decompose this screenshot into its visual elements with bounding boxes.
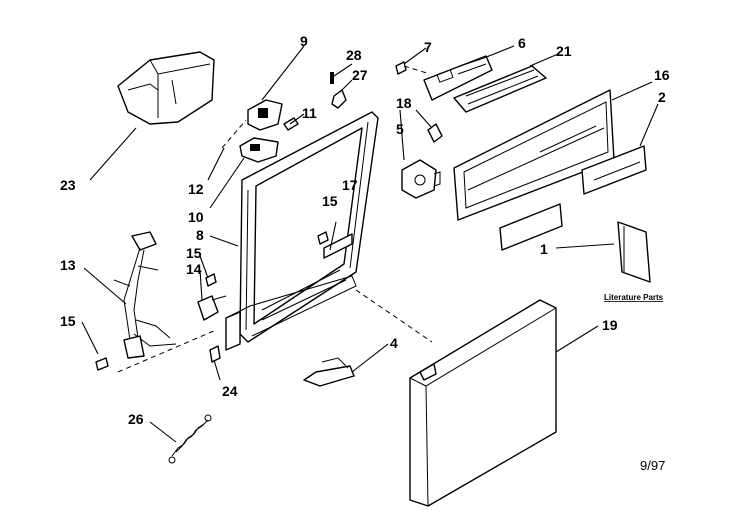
callout-18: 18 bbox=[396, 95, 412, 111]
part-28-pin bbox=[330, 72, 334, 84]
callout-8: 8 bbox=[196, 227, 204, 243]
part-15-screw-frame bbox=[317, 231, 329, 245]
callout-19: 19 bbox=[602, 317, 618, 333]
part-23-cover-bracket bbox=[117, 51, 215, 125]
part-26-spring bbox=[168, 414, 212, 464]
dash-frame-door bbox=[355, 289, 433, 343]
callout-9: 9 bbox=[300, 33, 308, 49]
callout-11: 11 bbox=[302, 105, 317, 121]
callout-labels: 23 9 28 27 11 12 10 8 17 15 15 14 13 15 … bbox=[60, 33, 670, 427]
callout-16: 16 bbox=[654, 67, 670, 83]
callout-7: 7 bbox=[424, 39, 432, 55]
part-16-console bbox=[453, 89, 615, 221]
part-15-screw-left bbox=[95, 357, 109, 371]
callout-10: 10 bbox=[188, 209, 204, 225]
part-6-control-board bbox=[423, 55, 493, 101]
callout-5: 5 bbox=[396, 121, 404, 137]
callout-21: 21 bbox=[556, 43, 572, 59]
literature-booklet bbox=[617, 221, 651, 283]
dash-12-10 bbox=[221, 119, 247, 149]
part-21-keypad bbox=[453, 65, 547, 113]
part-7-screw bbox=[395, 61, 407, 75]
dash-7 bbox=[403, 65, 431, 75]
part-19-outer-door bbox=[409, 299, 557, 507]
callout-28: 28 bbox=[346, 47, 362, 63]
callout-15-frame: 15 bbox=[322, 193, 338, 209]
part-1-panel-strip bbox=[499, 203, 563, 251]
callout-14: 14 bbox=[186, 261, 202, 277]
part-24-clip bbox=[209, 345, 221, 363]
part-9-latch bbox=[247, 99, 283, 131]
leader-lines bbox=[81, 45, 659, 443]
part-2-overlay bbox=[581, 145, 647, 195]
callout-26: 26 bbox=[128, 411, 144, 427]
part-18-clip bbox=[427, 123, 443, 143]
part-8-inner-door bbox=[225, 111, 379, 351]
date-code: 9/97 bbox=[640, 458, 665, 473]
part-4-hinge-bracket bbox=[303, 357, 355, 387]
callout-6: 6 bbox=[518, 35, 526, 51]
part-27-clip bbox=[331, 89, 347, 109]
part-13-wire-harness bbox=[113, 231, 217, 373]
callout-12: 12 bbox=[188, 181, 204, 197]
callout-2: 2 bbox=[658, 89, 666, 105]
callout-17: 17 bbox=[342, 177, 358, 193]
part-15-screw-mid bbox=[205, 273, 217, 287]
callout-13: 13 bbox=[60, 257, 76, 273]
callout-4: 4 bbox=[390, 335, 398, 351]
callout-15-left: 15 bbox=[60, 313, 76, 329]
callout-1: 1 bbox=[540, 241, 548, 257]
part-10-latch-base bbox=[239, 137, 279, 163]
callout-27: 27 bbox=[352, 67, 368, 83]
literature-parts-label: Literature Parts bbox=[604, 293, 664, 302]
part-5-switch bbox=[401, 159, 441, 199]
callout-15-mid: 15 bbox=[186, 245, 202, 261]
callout-24: 24 bbox=[222, 383, 238, 399]
callout-23: 23 bbox=[60, 177, 76, 193]
part-17-strip bbox=[323, 233, 353, 259]
part-14-switch bbox=[197, 295, 227, 321]
